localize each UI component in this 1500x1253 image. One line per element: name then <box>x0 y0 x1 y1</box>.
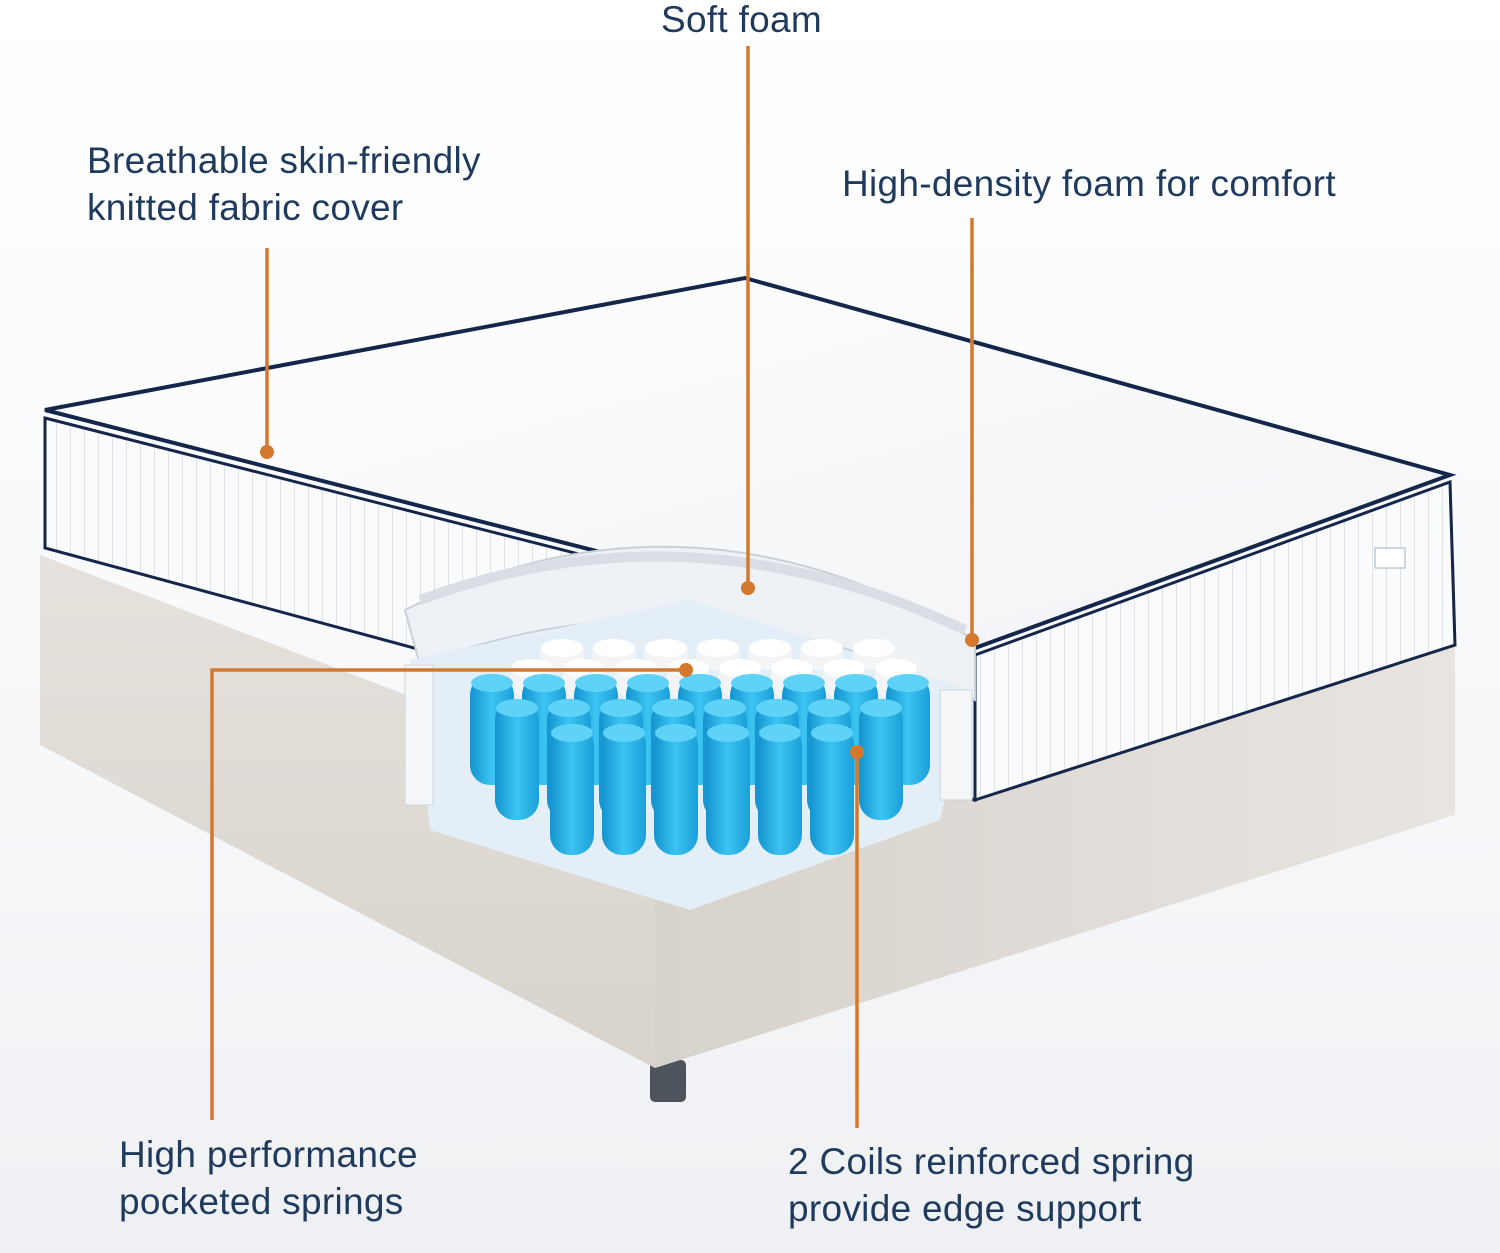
callout-cover: Breathable skin-friendly knitted fabric … <box>87 137 481 231</box>
spring-top <box>749 639 791 657</box>
spring-top <box>548 699 590 717</box>
mattress-side-right <box>973 479 1457 803</box>
spring-coil <box>706 725 750 855</box>
callout-pocketed-springs: High performance pocketed springs <box>119 1131 418 1225</box>
spring-coil <box>602 725 646 855</box>
spring-coil <box>758 725 802 855</box>
bed-leg <box>650 1060 686 1102</box>
edge-support-foam <box>939 689 973 801</box>
spring-top <box>655 724 697 742</box>
spring-top <box>523 674 565 692</box>
spring-top <box>719 659 761 677</box>
spring-top <box>615 659 657 677</box>
spring-top <box>551 724 593 742</box>
brand-tag <box>1374 547 1406 569</box>
callout-text: provide edge support <box>788 1188 1142 1229</box>
spring-top <box>731 674 773 692</box>
callout-soft-foam: Soft foam <box>661 0 822 43</box>
spring-top <box>875 659 917 677</box>
spring-top <box>835 674 877 692</box>
callout-dots <box>260 445 979 759</box>
spring-top <box>593 639 635 657</box>
spring-top <box>811 724 853 742</box>
callout-lines <box>210 46 974 1128</box>
bed-base-left <box>40 555 655 1068</box>
callout-edge-support: 2 Coils reinforced spring provide edge s… <box>788 1138 1194 1232</box>
spring-top <box>771 659 813 677</box>
spring-top <box>471 674 513 692</box>
callout-line-pocketed <box>210 668 686 1120</box>
spring-top <box>887 674 929 692</box>
spring-top <box>541 639 583 657</box>
spring-top <box>704 699 746 717</box>
spring-top <box>697 639 739 657</box>
spring-top <box>679 674 721 692</box>
spring-top <box>756 699 798 717</box>
spring-top <box>600 699 642 717</box>
callout-text: 2 Coils reinforced spring <box>788 1141 1195 1182</box>
spring-top <box>860 699 902 717</box>
callout-text: Breathable skin-friendly <box>87 140 481 181</box>
spring-top <box>801 639 843 657</box>
spring-top <box>563 659 605 677</box>
spring-coil <box>495 700 539 820</box>
spring-top <box>759 724 801 742</box>
spring-coil <box>654 725 698 855</box>
callout-text: High-density foam for comfort <box>842 163 1336 204</box>
spring-coil <box>810 725 854 855</box>
spring-top <box>823 659 865 677</box>
spring-top <box>627 674 669 692</box>
callout-text: Soft foam <box>661 0 823 40</box>
spring-top <box>652 699 694 717</box>
spring-coil <box>859 700 903 820</box>
pocketed-springs <box>470 639 930 855</box>
spring-top <box>511 659 553 677</box>
spring-top <box>645 639 687 657</box>
spring-top <box>853 639 895 657</box>
spring-top <box>603 724 645 742</box>
spring-top <box>783 674 825 692</box>
callout-text: High performance <box>119 1134 418 1175</box>
spring-coil <box>550 725 594 855</box>
callout-text: pocketed springs <box>119 1181 404 1222</box>
callout-text: knitted fabric cover <box>87 187 404 228</box>
spring-top <box>575 674 617 692</box>
spring-top <box>707 724 749 742</box>
edge-support-foam <box>404 664 434 806</box>
spring-top <box>496 699 538 717</box>
callout-high-density: High-density foam for comfort <box>842 160 1336 207</box>
spring-top <box>808 699 850 717</box>
